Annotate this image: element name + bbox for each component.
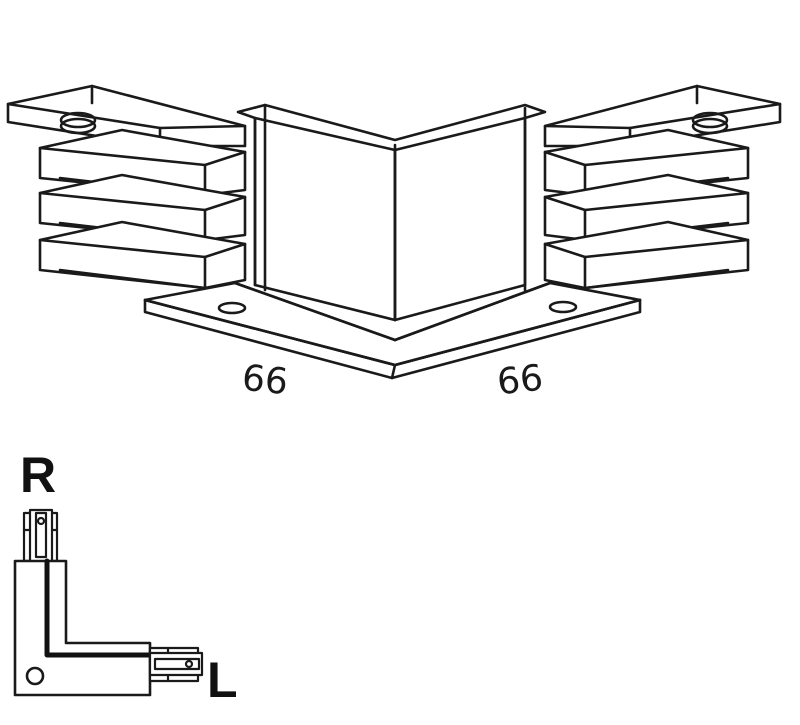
left-fin-3 [38, 220, 247, 290]
conductor-line [44, 558, 153, 658]
top-plug [22, 508, 59, 564]
l-body [13, 558, 153, 697]
orientation-schematic: R L [13, 447, 238, 708]
connector-isometric-view [6, 84, 782, 380]
right-fin-1 [543, 128, 750, 197]
left-contact-arm [6, 84, 247, 290]
right-plug [148, 646, 204, 683]
right-fin-3 [543, 220, 750, 290]
base-plate [143, 281, 642, 380]
base-screw-hole-right [548, 300, 578, 314]
dimension-left: 66 [240, 358, 290, 404]
right-contact-arm [543, 84, 782, 290]
base-screw-hole-left [217, 301, 247, 315]
right-top-screw-hole [691, 111, 729, 129]
left-top-screw-hole [59, 111, 97, 129]
left-side-label: L [207, 652, 238, 708]
dimension-right: 66 [495, 358, 545, 404]
body-screw-hole [25, 666, 45, 686]
center-housing [236, 103, 547, 322]
right-side-label: R [20, 447, 56, 503]
